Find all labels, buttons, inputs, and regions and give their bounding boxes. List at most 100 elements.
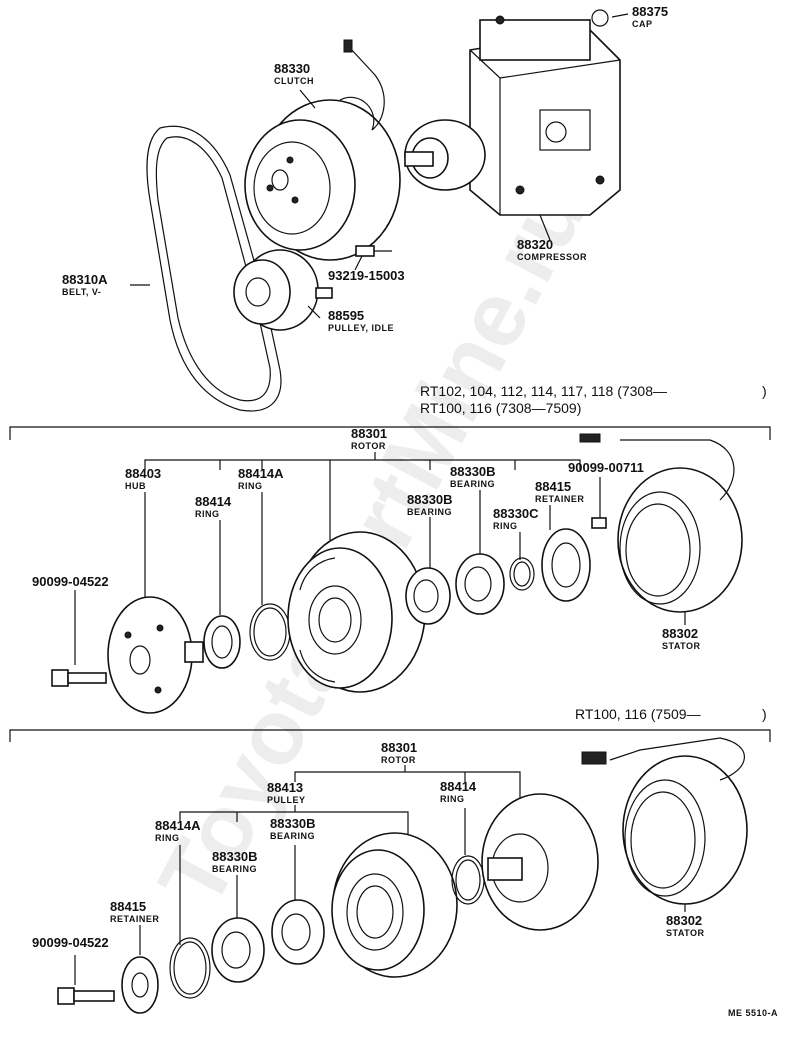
- s1-ring-c-part-number: 88330C: [493, 506, 539, 521]
- s2-label-rotor: 88301 ROTOR: [381, 740, 417, 765]
- s1-stator-part-number: 88302: [662, 626, 698, 641]
- s1-bearing-top-part-number: 88330B: [450, 464, 496, 479]
- s1-rotor-part-number: 88301: [351, 426, 387, 441]
- v-belt-illustration: [146, 125, 282, 412]
- s1-label-stator: 88302 STATOR: [662, 626, 700, 651]
- cap-part-number: 88375: [632, 4, 668, 19]
- section2-leaders: [74, 782, 686, 985]
- s2-label-ring: 88414 RING: [440, 779, 477, 804]
- compressor-part-number: 88320: [517, 237, 553, 252]
- s1-label-bearing-mid: 88330B BEARING: [407, 492, 453, 517]
- s1-label-screw: 90099-00711: [568, 460, 644, 475]
- s1-label-retainer: 88415 RETAINER: [535, 479, 584, 504]
- s1-ring-part-name: RING: [195, 509, 220, 519]
- belt-part-name: BELT, V-: [62, 287, 101, 297]
- s1-label-bolt: 90099-04522: [32, 574, 109, 589]
- s1-label-rotor: 88301 ROTOR: [351, 426, 387, 451]
- s2-label-ring-a: 88414A RING: [155, 818, 201, 843]
- s2-ring-a-part-name: RING: [155, 833, 180, 843]
- s1-label-ring: 88414 RING: [195, 494, 232, 519]
- s1-hub-part-name: HUB: [125, 481, 146, 491]
- section1-rotor-bracket: [144, 452, 581, 540]
- s2-pulley-part-name: PULLEY: [267, 795, 306, 805]
- label-clutch-bolt: 93219-15003: [328, 268, 405, 283]
- cap-part-name: CAP: [632, 19, 653, 29]
- s1-retainer-part-name: RETAINER: [535, 494, 584, 504]
- label-cap: 88375 CAP: [632, 4, 668, 29]
- section1-bracket: [9, 426, 771, 440]
- section2-header-line1: RT100, 116 (7509—: [575, 706, 701, 722]
- section2-stator-illustration: [581, 737, 748, 905]
- section2-bearing-b-illustration: [271, 899, 325, 965]
- s2-bearing-top-part-number: 88330B: [270, 816, 316, 831]
- s2-rotor-part-number: 88301: [381, 740, 417, 755]
- clutch-bolt-illustration: [355, 245, 392, 257]
- figure-code: ME 5510-A: [728, 1008, 778, 1018]
- belt-part-number: 88310A: [62, 272, 108, 287]
- s2-label-stator: 88302 STATOR: [666, 913, 704, 938]
- section1-ring-illustration: [203, 615, 241, 669]
- s1-retainer-part-number: 88415: [535, 479, 571, 494]
- section1-header-line2: RT100, 116 (7308—7509): [420, 400, 581, 416]
- s2-ring-a-part-number: 88414A: [155, 818, 201, 833]
- s2-stator-part-number: 88302: [666, 913, 702, 928]
- s2-label-retainer: 88415 RETAINER: [110, 899, 159, 924]
- s1-hub-part-number: 88403: [125, 466, 161, 481]
- s1-bolt-part-number: 90099-04522: [32, 574, 109, 589]
- compressor-illustration: [404, 9, 621, 216]
- section2-pulley-illustration: [331, 832, 458, 978]
- label-compressor: 88320 COMPRESSOR: [517, 237, 587, 262]
- section2-ring-illustration: [451, 855, 485, 905]
- section2-bracket: [9, 729, 771, 742]
- s2-ring-part-number: 88414: [440, 779, 477, 794]
- section1-header-line1: RT102, 104, 112, 114, 117, 118 (7308—: [420, 383, 667, 399]
- section1-rotor-illustration: [287, 531, 426, 693]
- section1-hub-illustration: [107, 596, 204, 714]
- compressor-part-name: COMPRESSOR: [517, 252, 587, 262]
- section2-rotor-illustration: [481, 793, 599, 931]
- s2-bearing-top-part-name: BEARING: [270, 831, 315, 841]
- label-belt: 88310A BELT, V-: [62, 272, 108, 297]
- s2-retainer-part-name: RETAINER: [110, 914, 159, 924]
- section2-rotor-bracket: [294, 765, 521, 782]
- s2-rotor-part-name: ROTOR: [381, 755, 416, 765]
- s1-label-ring-c: 88330C RING: [493, 506, 539, 531]
- s2-label-bearing-mid: 88330B BEARING: [212, 849, 258, 874]
- section2-retainer-illustration: [121, 956, 159, 1014]
- section1-stator-illustration: [579, 433, 743, 613]
- s1-label-ring-a: 88414A RING: [238, 466, 284, 491]
- s2-label-bearing-top: 88330B BEARING: [270, 816, 316, 841]
- section2-bearing-a-illustration: [211, 917, 265, 983]
- section1-header: RT102, 104, 112, 114, 117, 118 (7308— ) …: [420, 383, 767, 416]
- section1-bolt-illustration: [51, 669, 107, 687]
- s2-pulley-part-number: 88413: [267, 780, 303, 795]
- section2-header: RT100, 116 (7509— ): [575, 706, 767, 722]
- s2-label-bolt: 90099-04522: [32, 935, 109, 950]
- clutch-part-number: 88330: [274, 61, 310, 76]
- label-idle-pulley: 88595 PULLEY, IDLE: [328, 308, 394, 333]
- s2-ring-part-name: RING: [440, 794, 465, 804]
- clutch-part-name: CLUTCH: [274, 76, 314, 86]
- idle-pulley-illustration: [233, 249, 333, 331]
- section1-bearing-a-illustration: [405, 567, 451, 625]
- section1-header-line1-close: ): [762, 383, 767, 399]
- s1-ring-a-part-number: 88414A: [238, 466, 284, 481]
- s2-retainer-part-number: 88415: [110, 899, 146, 914]
- section1-retainer-illustration: [541, 528, 591, 602]
- section1-ring-c-illustration: [509, 557, 535, 591]
- s1-bearing-mid-part-number: 88330B: [407, 492, 453, 507]
- section2-pulley-bracket: [179, 805, 409, 822]
- section1-bearing-b-illustration: [455, 553, 505, 615]
- s1-screw-part-number: 90099-00711: [568, 460, 644, 475]
- label-clutch: 88330 CLUTCH: [274, 61, 314, 86]
- s1-ring-a-part-name: RING: [238, 481, 263, 491]
- s1-label-bearing-top: 88330B BEARING: [450, 464, 496, 489]
- section2-bolt-illustration: [57, 987, 115, 1005]
- section2-ring-a-illustration: [169, 937, 211, 999]
- section1-screw-illustration: [591, 517, 607, 529]
- section1-leaders: [74, 477, 686, 665]
- clutch-bolt-part-number: 93219-15003: [328, 268, 405, 283]
- s2-bearing-mid-part-name: BEARING: [212, 864, 257, 874]
- s2-bearing-mid-part-number: 88330B: [212, 849, 258, 864]
